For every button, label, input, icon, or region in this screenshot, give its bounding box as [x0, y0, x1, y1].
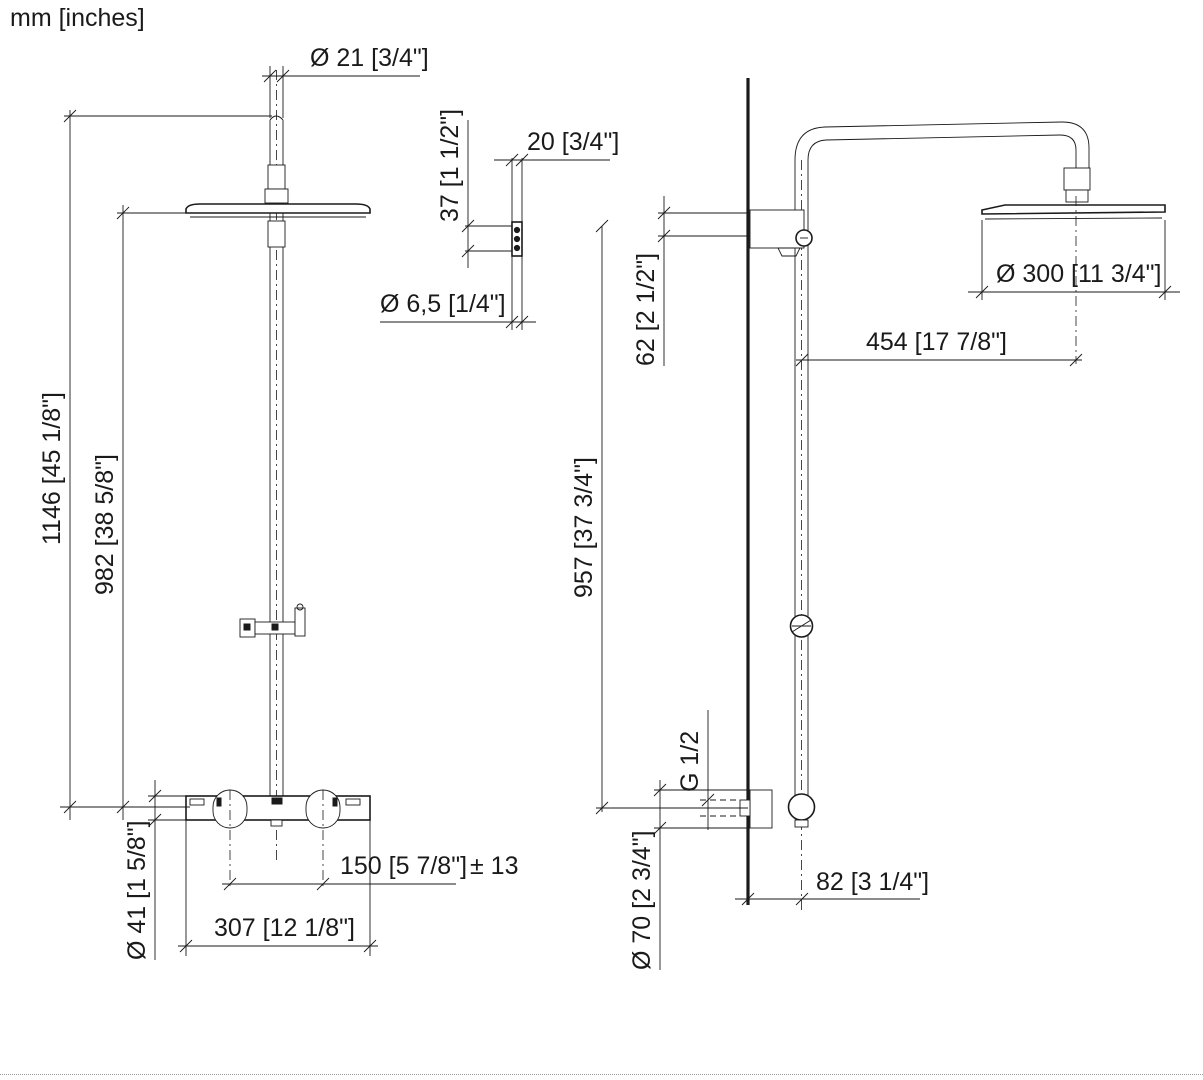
dim-bracket-hole: Ø 6,5 [1/4"]: [380, 290, 506, 318]
dim-riser-height: 957 [37 3/4"]: [570, 457, 598, 598]
footer-divider: [0, 1074, 1203, 1075]
dim-centers-tolerance: ± 13: [470, 852, 518, 880]
dim-body-diameter: Ø 41 [1 5/8"]: [123, 820, 151, 960]
dim-thread: G 1/2: [676, 731, 704, 792]
side-dimensions: [595, 196, 1180, 970]
dim-bracket-height: 37 [1 1/2"]: [436, 109, 464, 222]
front-view: [185, 70, 371, 890]
side-view: [700, 78, 1166, 910]
dim-overall-height: 1146 [45 1/8"]: [38, 392, 66, 545]
dim-connection-diameter: Ø 70 [2 3/4"]: [628, 830, 656, 970]
dim-head-height: 982 [38 5/8"]: [91, 454, 119, 595]
dim-body-width: 307 [12 1/8"]: [214, 914, 355, 942]
dim-wall-distance: 82 [3 1/4"]: [816, 868, 929, 896]
dim-pipe-diameter: Ø 21 [3/4"]: [310, 44, 429, 72]
front-dimensions: [60, 66, 456, 960]
bracket-detail: [380, 120, 610, 330]
dim-bracket-offset: 62 [2 1/2"]: [632, 253, 660, 366]
dim-head-diameter: Ø 300 [11 3/4"]: [996, 260, 1161, 288]
dim-arm-projection: 454 [17 7/8"]: [866, 328, 1007, 356]
dim-bracket-width: 20 [3/4"]: [527, 128, 619, 156]
dim-centers: 150 [5 7/8"]: [340, 852, 467, 880]
units-label: mm [inches]: [10, 4, 145, 32]
